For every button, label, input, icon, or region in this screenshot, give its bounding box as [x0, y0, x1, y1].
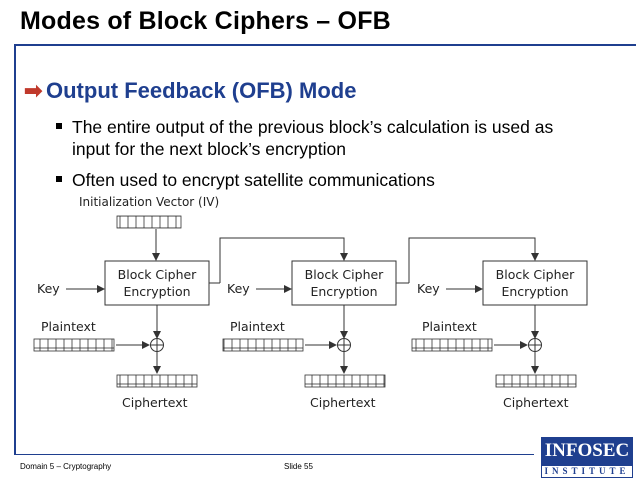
footer-divider [14, 454, 534, 455]
ciphertext-label: Ciphertext [503, 395, 569, 410]
heading-text: Output Feedback (OFB) Mode [46, 78, 357, 103]
bullet-item-2: Often used to encrypt satellite communic… [56, 169, 596, 191]
plaintext-label: Plaintext [422, 319, 477, 334]
cipher-label-line1: Block Cipher [305, 267, 385, 282]
iv-label: Initialization Vector (IV) [79, 195, 219, 209]
cipher-label-line2: Encryption [310, 284, 377, 299]
stage-3: Block Cipher Encryption Key Plaintext Ci… [411, 260, 588, 410]
cipher-label-line2: Encryption [123, 284, 190, 299]
cipher-label-line2: Encryption [501, 284, 568, 299]
stage-1: Block Cipher Encryption Key Plaintext Ci… [33, 237, 348, 410]
stage-2: Block Cipher Encryption Key Plaintext Ci… [222, 237, 539, 410]
bullet-item-1: The entire output of the previous block’… [56, 116, 596, 160]
block-cipher-box-1 [104, 260, 210, 306]
footer-left: Domain 5 – Cryptography [20, 462, 112, 471]
ciphertext-register [116, 374, 198, 388]
slide-title: Modes of Block Ciphers – OFB [20, 7, 391, 35]
infosec-logo: INFOSEC INSTITUTE [541, 437, 633, 478]
arrow-right-icon: ➡ [24, 78, 43, 103]
cipher-label-line1: Block Cipher [496, 267, 576, 282]
plaintext-register [33, 338, 115, 352]
section-heading: ➡Output Feedback (OFB) Mode [24, 78, 356, 104]
iv-register [116, 215, 182, 229]
ciphertext-register [304, 374, 386, 388]
block-cipher-box-3 [482, 260, 588, 306]
ciphertext-register [495, 374, 577, 388]
ciphertext-label: Ciphertext [310, 395, 376, 410]
bullet-text: The entire output of the previous block’… [72, 117, 554, 159]
title-divider [14, 44, 636, 46]
left-border [14, 44, 16, 454]
logo-bottom-text: INSTITUTE [541, 465, 633, 478]
ciphertext-label: Ciphertext [122, 395, 188, 410]
bullet-square-icon [56, 123, 62, 130]
key-label: Key [417, 281, 440, 296]
plaintext-register [411, 338, 493, 352]
slide-number: Slide 55 [284, 462, 313, 471]
logo-top-text: INFOSEC [541, 437, 633, 465]
ofb-diagram: Initialization Vector (IV) Block Cipher … [33, 195, 588, 410]
key-label: Key [37, 281, 60, 296]
plaintext-register [222, 338, 304, 352]
block-cipher-box-2 [291, 260, 397, 306]
bullet-square-icon [56, 176, 62, 183]
bullet-text: Often used to encrypt satellite communic… [72, 170, 435, 190]
plaintext-label: Plaintext [230, 319, 285, 334]
key-label: Key [227, 281, 250, 296]
plaintext-label: Plaintext [41, 319, 96, 334]
cipher-label-line1: Block Cipher [118, 267, 198, 282]
